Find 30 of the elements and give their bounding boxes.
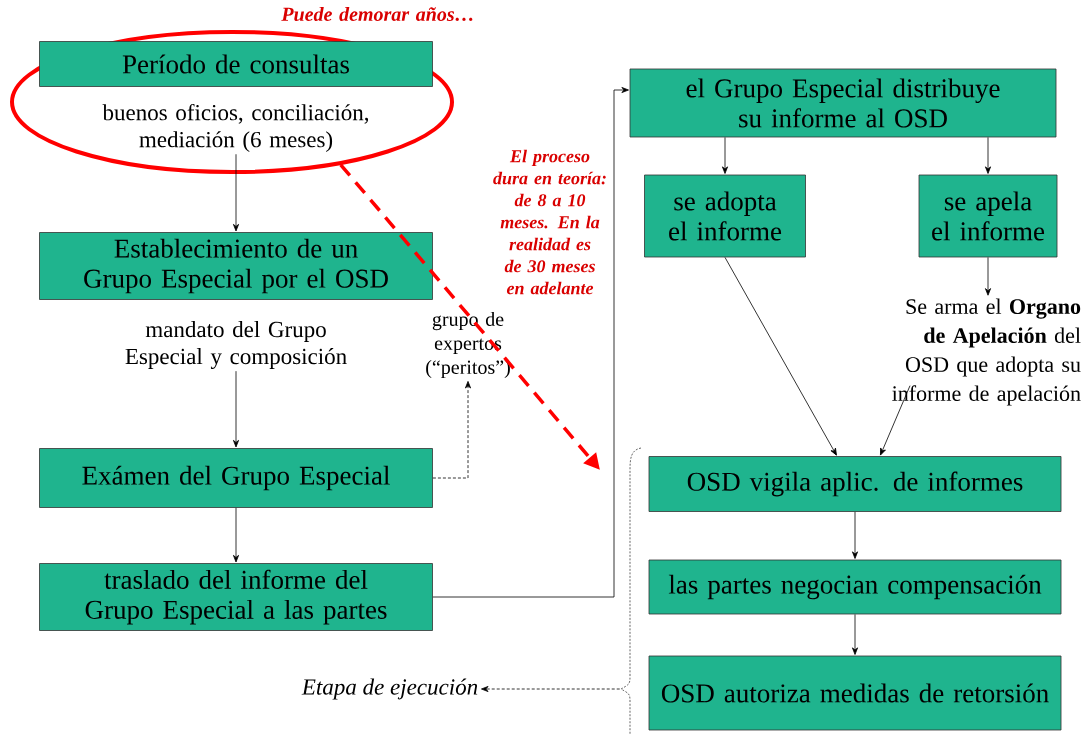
arrow — [724, 257, 837, 456]
stage-label: Etapa de ejecución — [301, 678, 478, 700]
caption-text: buenos oficios, conciliación, mediación (6 meses) — [102, 103, 369, 153]
process-box: el Grupo Especial distribuye su informe al OSD — [629, 68, 1057, 138]
arrow — [852, 511, 858, 559]
arrow — [985, 257, 991, 296]
arrow — [233, 153, 239, 232]
arrow — [852, 614, 858, 655]
brace — [620, 447, 642, 736]
arrow — [233, 507, 239, 563]
process-box: Exámen del Grupo Especial — [39, 448, 433, 508]
dashed-arrow — [432, 381, 471, 479]
caption-text: mandato del Grupo Especial y composición — [125, 321, 347, 369]
arrow — [233, 370, 239, 448]
process-box: las partes negocian compensación — [648, 559, 1062, 615]
process-box: Período de consultas — [39, 41, 433, 87]
dashed-arrow — [481, 686, 621, 692]
process-box: se apela el informe — [918, 174, 1058, 258]
process-box: se adopta el informe — [644, 174, 806, 258]
arrow — [432, 87, 629, 598]
note-text: El proceso dura en teoría: de 8 a 10 meses. En la realidad es de 30 meses en adelante — [493, 149, 606, 295]
process-box: traslado del informe del Grupo Especial a las partes — [39, 563, 433, 631]
arrow — [985, 137, 991, 174]
arrow — [880, 385, 911, 456]
process-box: OSD autoriza medidas de retorsión — [648, 655, 1062, 731]
note-text: Puede demorar años… — [281, 6, 473, 22]
arrow — [722, 137, 728, 174]
note-text: Se arma el Organo de Apelación del OSD que adopta su informe de apelación — [892, 298, 1081, 406]
process-box: Establecimiento de un Grupo Especial por el OSD — [39, 232, 433, 300]
process-box: OSD vigila aplic. de informes — [648, 456, 1062, 512]
